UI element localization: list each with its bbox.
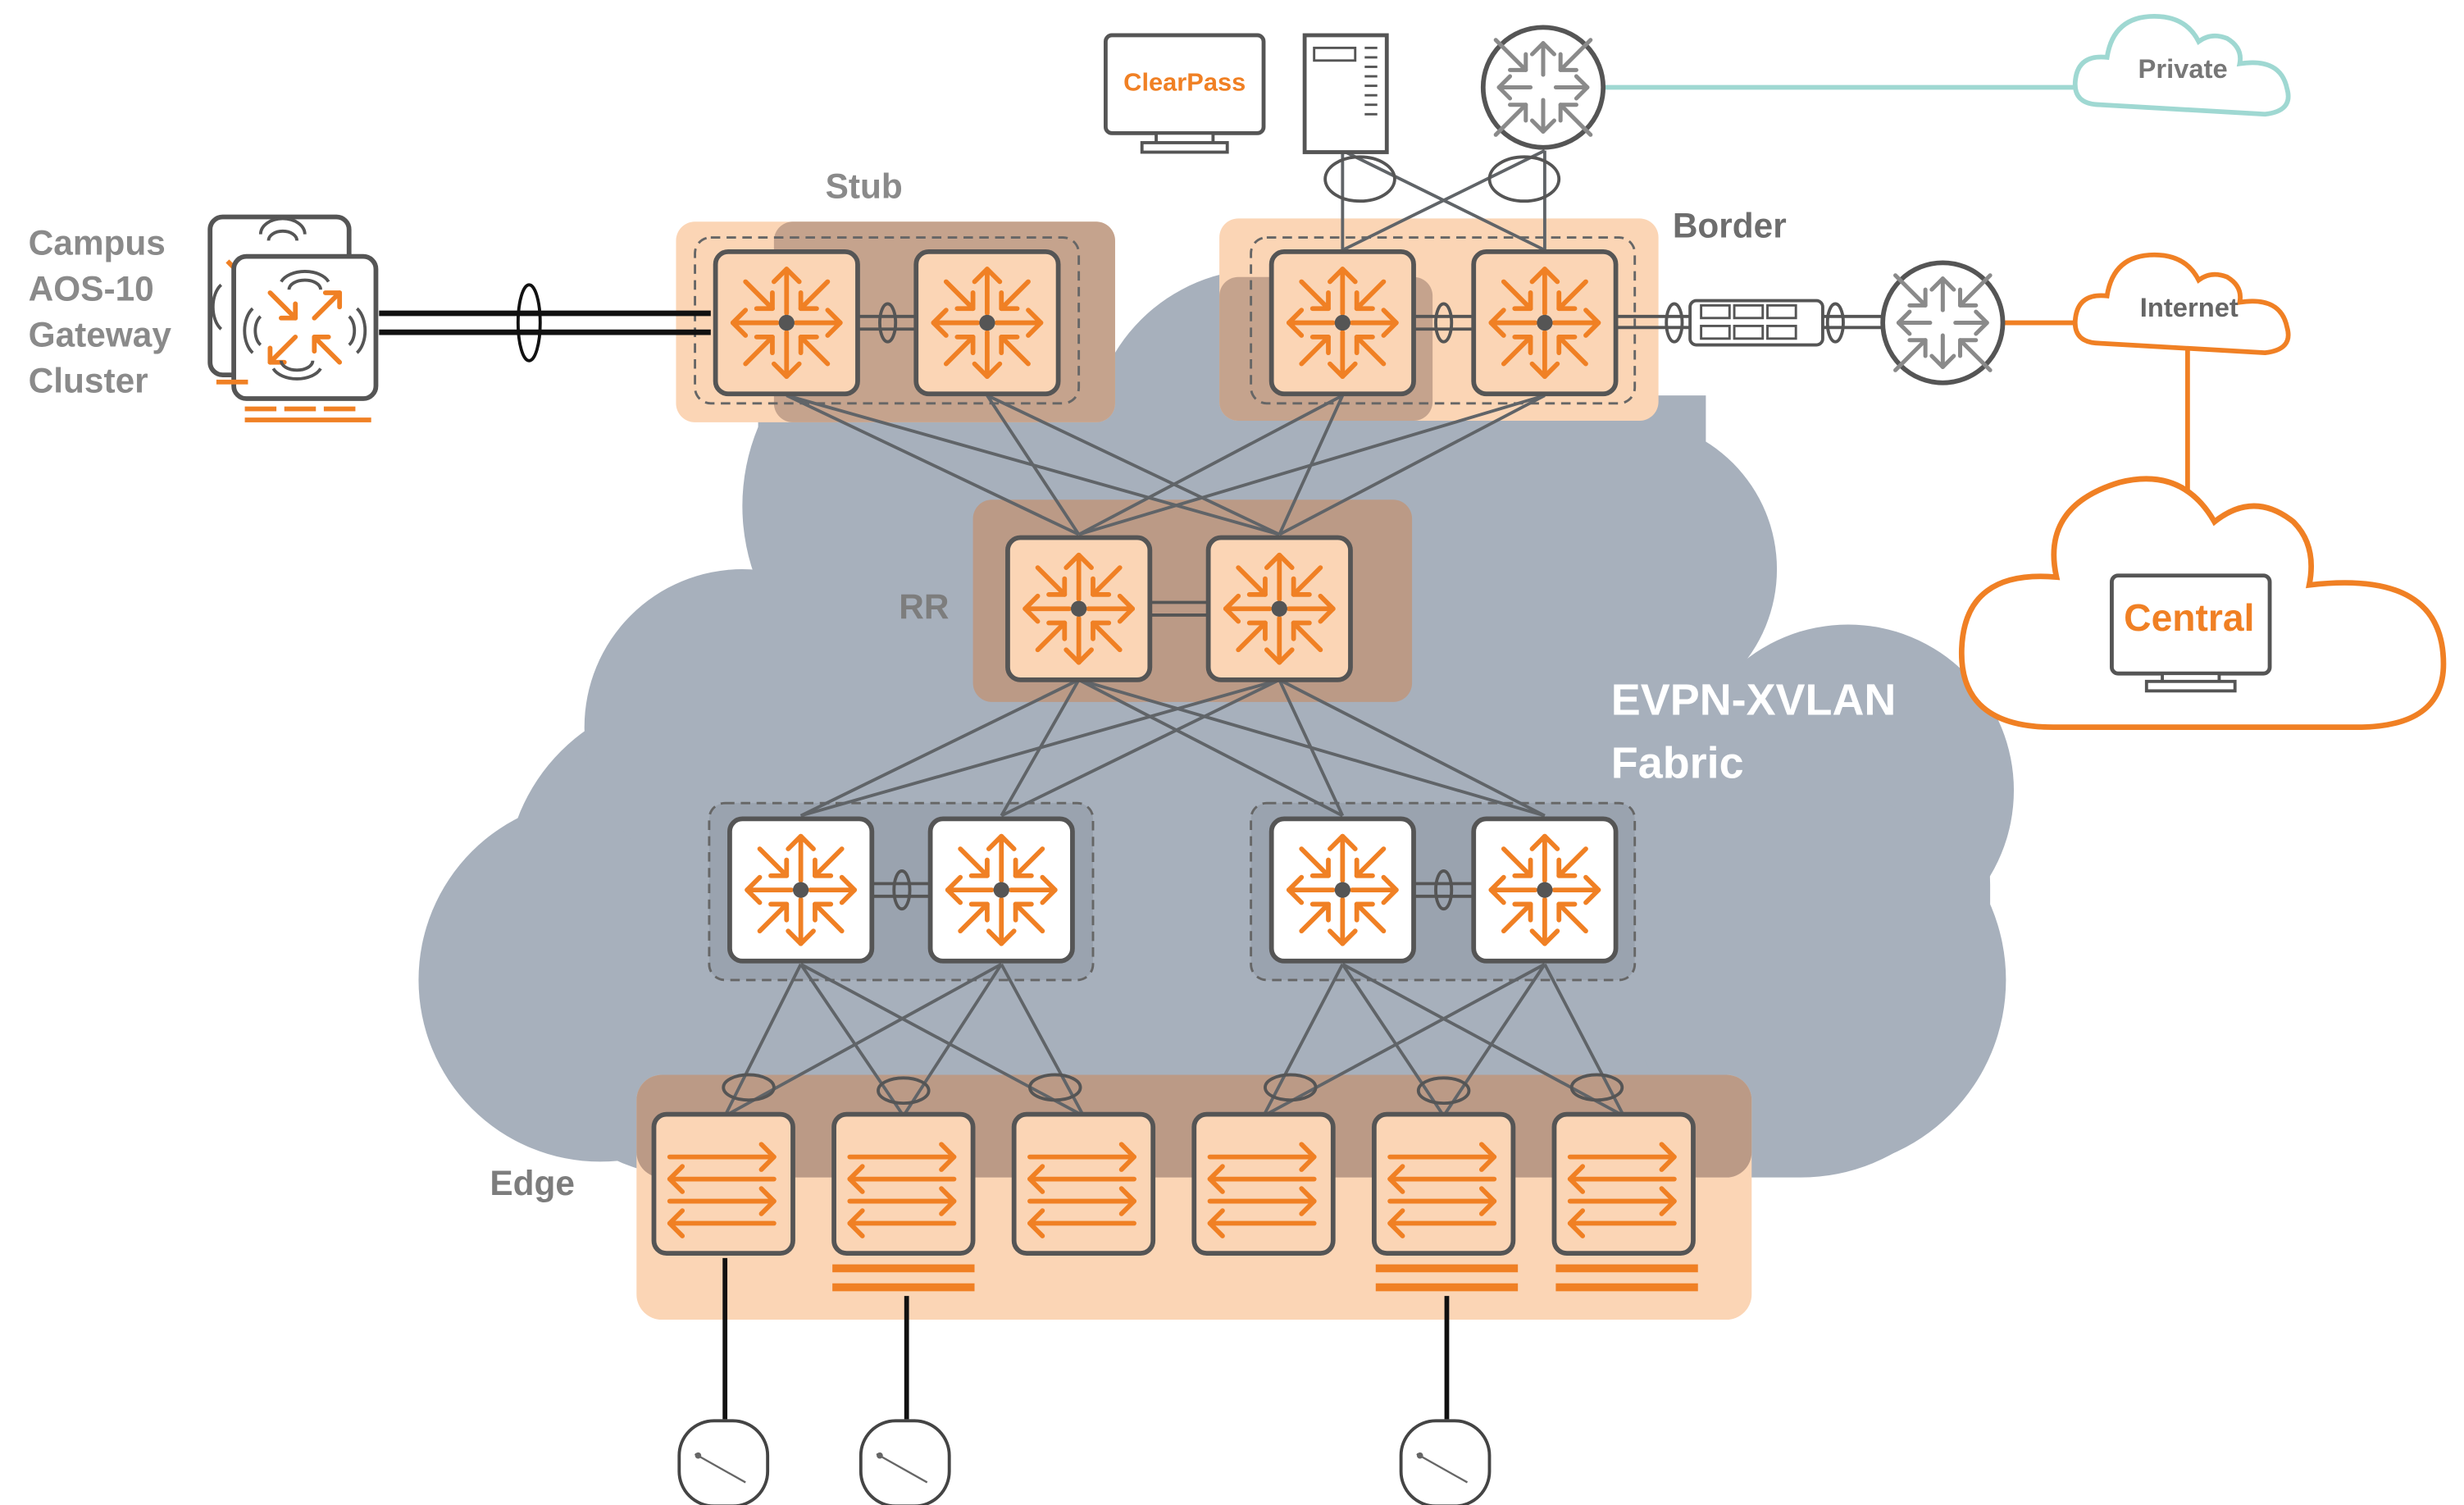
agg-switch-1[interactable] — [727, 816, 875, 964]
internet-label: Internet — [2140, 292, 2239, 322]
private-cloud[interactable] — [2072, 13, 2291, 117]
rr-label: RR — [899, 587, 949, 626]
private-label: Private — [2138, 53, 2228, 84]
multilayer-switch-icon — [1025, 555, 1132, 663]
clearpass-monitor[interactable] — [1103, 33, 1266, 154]
fabric-label-line1: EVPN-XVLAN — [1611, 675, 1897, 724]
gateway-label-line1: Campus — [29, 224, 166, 262]
access-point-icon[interactable] — [677, 1419, 770, 1505]
server-icon[interactable] — [1302, 33, 1389, 154]
agg-switch-4[interactable] — [1471, 816, 1619, 964]
lag-ellipse-icon — [516, 283, 542, 363]
clearpass-label: ClearPass — [1123, 67, 1246, 96]
gateway-uplinks — [379, 310, 711, 335]
internet-cloud[interactable] — [2072, 252, 2291, 356]
edge-switch-3[interactable] — [1011, 1111, 1156, 1256]
edge-switch-6[interactable] — [1551, 1111, 1696, 1256]
gateway-cluster[interactable] — [207, 214, 379, 422]
border-switch-1[interactable] — [1268, 249, 1416, 397]
multilayer-switch-icon — [933, 269, 1041, 376]
multilayer-switch-icon — [1226, 555, 1333, 663]
stack-bars — [832, 1264, 1698, 1292]
gateway-icon — [267, 290, 343, 365]
stub-pair-outline — [694, 236, 1081, 405]
agg-switch-2[interactable] — [927, 816, 1075, 964]
lag-ellipses-edge — [722, 1073, 1624, 1106]
stub-switch-2[interactable] — [913, 249, 1061, 397]
gateway-label-line3: Gateway — [29, 315, 172, 353]
edge-switch-1[interactable] — [651, 1111, 795, 1256]
lag-ellipses-top — [1323, 155, 1561, 203]
edge-switch-5[interactable] — [1371, 1111, 1516, 1256]
multilayer-switch-icon — [948, 837, 1055, 944]
border-switch-2[interactable] — [1471, 249, 1619, 397]
agg-switch-3[interactable] — [1268, 816, 1416, 964]
edge-label: Edge — [490, 1164, 575, 1202]
border-pair-outline — [1250, 236, 1637, 405]
gateway-label-line4: Cluster — [29, 361, 148, 399]
edge-switch-4[interactable] — [1191, 1111, 1336, 1256]
gateway-label-line2: AOS-10 — [29, 270, 154, 308]
access-point-icon[interactable] — [859, 1419, 951, 1505]
central-label: Central — [2124, 596, 2254, 639]
stub-switch-1[interactable] — [713, 249, 860, 397]
fabric-label-line2: Fabric — [1611, 738, 1744, 787]
router-icon[interactable] — [1480, 25, 1606, 150]
border-label: Border — [1673, 207, 1787, 245]
access-point-icon[interactable] — [1399, 1419, 1492, 1505]
router-icon[interactable] — [1880, 260, 2006, 385]
rr-switch-1[interactable] — [1005, 535, 1153, 682]
multilayer-switch-icon — [1289, 269, 1396, 376]
isl-links — [859, 302, 1845, 911]
stub-label: Stub — [826, 166, 903, 205]
central-monitor — [2110, 573, 2272, 693]
multilayer-switch-icon — [733, 269, 840, 376]
multilayer-switch-icon — [747, 837, 854, 944]
fabric-links — [723, 148, 1625, 1118]
edge-switch-2[interactable] — [831, 1111, 976, 1256]
ap-cables — [722, 1257, 1450, 1420]
multilayer-switch-icon — [1289, 837, 1396, 944]
firewall-icon[interactable] — [1688, 299, 1824, 347]
rr-switch-2[interactable] — [1205, 535, 1353, 682]
multilayer-switch-icon — [1491, 837, 1598, 944]
multilayer-switch-icon — [1491, 269, 1598, 376]
